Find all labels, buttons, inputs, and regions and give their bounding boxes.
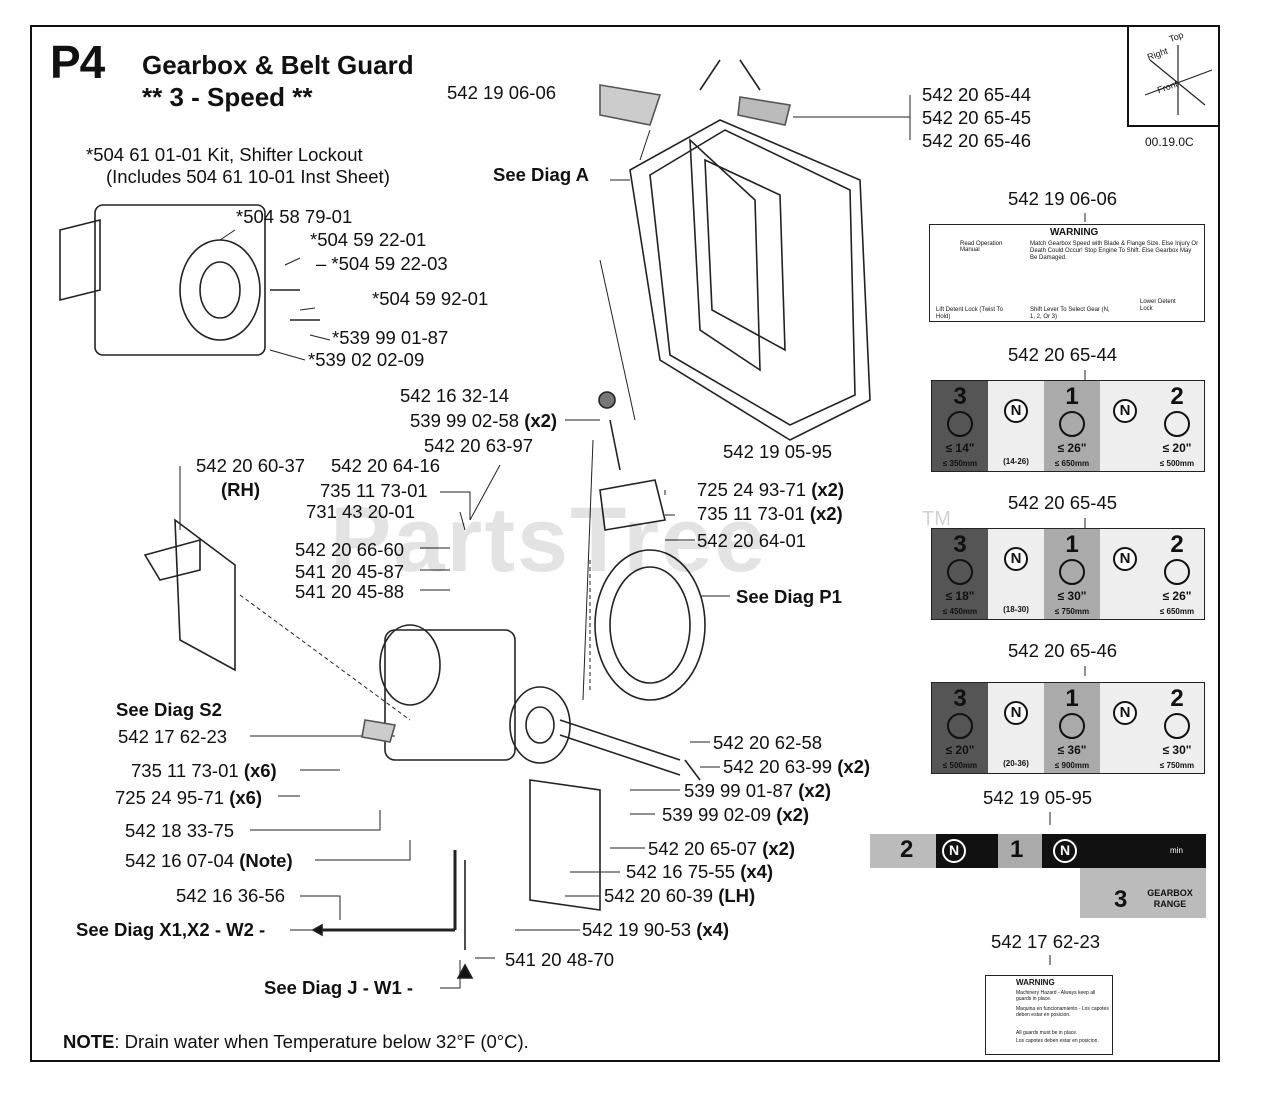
decal-warning-body: Match Gearbox Speed with Blade & Flange … [1030, 241, 1199, 261]
label-539-99-01-87: 539 99 01-87 (x2) [684, 780, 832, 801]
decal-gear-code: 542 19 05-95 [983, 787, 1093, 808]
gear-range-text: GEARBOX RANGE [1147, 888, 1193, 909]
decal-speed-3: 3≤ 20"≤ 500mm N(20-36) 1≤ 36"≤ 900mm N 2… [931, 682, 1205, 774]
gear-1: 1 [1010, 836, 1024, 863]
page-frame [30, 25, 1220, 1062]
label-542-19-05-95: 542 19 05-95 [723, 441, 833, 462]
page-subtitle: ** 3 - Speed ** [142, 82, 313, 112]
gear-3: 3 [1114, 886, 1128, 913]
gear-min: min [1170, 846, 1183, 855]
label-see-diag-j: See Diag J - W1 - [264, 977, 414, 998]
decal-safety: WARNING Machinery Hazard - Always keep a… [985, 975, 1113, 1055]
decal-speed-1: 3≤ 14"≤ 350mm N(14-26) 1≤ 26"≤ 650mm N 2… [931, 380, 1205, 472]
label-542-18-33-75: 542 18 33-75 [125, 820, 235, 841]
label-542-16-75-55: 542 16 75-55 (x4) [626, 861, 774, 882]
label-504-58-79-01: *504 58 79-01 [236, 206, 353, 227]
gear-n-a: N [942, 839, 966, 863]
gear-2: 2 [900, 836, 914, 863]
decal-safety-l2: Maquina en funcionamiento - Los capotes … [1016, 1006, 1109, 1018]
orientation-right: Right [1145, 45, 1170, 63]
label-542-20-60-39: 542 20 60-39 (LH) [604, 885, 756, 906]
label-542-16-36-56: 542 16 36-56 [176, 885, 286, 906]
decal-3-code: 542 20 65-46 [1008, 640, 1118, 661]
label-542-20-64-16: 542 20 64-16 [331, 455, 441, 476]
label-735-11-73-01-c: 735 11 73-01 (x6) [131, 760, 277, 781]
label-541-20-48-70: 541 20 48-70 [505, 949, 615, 970]
label-see-diag-s2: See Diag S2 [116, 699, 222, 720]
label-542-20-60-37: 542 20 60-37 [196, 455, 306, 476]
label-542-16-32-14: 542 16 32-14 [400, 385, 510, 406]
label-542-19-06-06-top: 542 19 06-06 [447, 82, 557, 103]
decal-warning: WARNING Read Operation Manual Match Gear… [929, 224, 1205, 322]
orientation-front: Front [1155, 78, 1180, 96]
decal-warning-title: WARNING [1050, 227, 1099, 238]
decal-warning-code: 542 19 06-06 [1008, 188, 1118, 209]
label-541-20-45-88: 541 20 45-88 [295, 581, 405, 602]
label-542-20-65-44: 542 20 65-44 [922, 84, 1032, 105]
label-541-20-45-87: 541 20 45-87 [295, 561, 405, 582]
label-542-20-65-46: 542 20 65-46 [922, 130, 1032, 151]
label-542-20-64-01: 542 20 64-01 [697, 530, 807, 551]
label-542-19-90-53: 542 19 90-53 (x4) [582, 919, 730, 940]
label-542-16-07-04: 542 16 07-04 (Note) [125, 850, 293, 871]
gear-n-b: N [1053, 839, 1077, 863]
decal-safety-code: 542 17 62-23 [991, 931, 1101, 952]
decal-safety-l4: Los capotes deben estar en posicion. [1016, 1038, 1099, 1044]
label-539-99-01-87-star: *539 99 01-87 [332, 327, 449, 348]
note: NOTE: Drain water when Temperature below… [63, 1031, 529, 1052]
watermark-tm: TM [922, 508, 951, 530]
decal-gear-range: 2 1 N N min 3 GEARBOX RANGE [870, 834, 1206, 918]
label-kit-includes: (Includes 504 61 10-01 Inst Sheet) [106, 166, 390, 187]
label-539-99-02-58: 539 99 02-58 (x2) [410, 410, 558, 431]
label-542-17-62-23: 542 17 62-23 [118, 726, 228, 747]
decal-safety-title: WARNING [1016, 978, 1055, 987]
orientation-box: Top Right Front [1127, 27, 1220, 127]
label-504-59-22-03: – *504 59 22-03 [316, 253, 448, 274]
label-725-24-93-71: 725 24 93-71 (x2) [697, 479, 845, 500]
label-735-11-73-01-b: 735 11 73-01 (x2) [697, 503, 843, 524]
page-title: Gearbox & Belt Guard [142, 50, 414, 80]
orientation-top: Top [1167, 29, 1185, 45]
label-see-diag-x1-x2: See Diag X1,X2 - W2 - [76, 919, 266, 940]
label-504-59-22-01: *504 59 22-01 [310, 229, 427, 250]
decal-safety-l3: All guards must be in place. [1016, 1030, 1078, 1036]
decal-2-code: 542 20 65-45 [1008, 492, 1118, 513]
decal-warning-step2: Shift Lever To Select Gear (N, 1, 2, Or … [1030, 307, 1110, 320]
label-see-diag-p1: See Diag P1 [736, 586, 842, 607]
label-542-20-65-45: 542 20 65-45 [922, 107, 1032, 128]
label-735-11-73-01-a: 735 11 73-01 [320, 480, 428, 501]
watermark: PartsTree [330, 489, 768, 591]
label-542-20-63-97: 542 20 63-97 [424, 435, 534, 456]
label-725-24-95-71: 725 24 95-71 (x6) [115, 787, 263, 808]
decal-speed-2: 3≤ 18"≤ 450mm N(18-30) 1≤ 30"≤ 750mm N 2… [931, 528, 1205, 620]
label-kit-shifter-lockout: *504 61 01-01 Kit, Shifter Lockout [86, 144, 363, 165]
label-542-20-65-07: 542 20 65-07 (x2) [648, 838, 796, 859]
label-539-99-02-09: 539 99 02-09 (x2) [662, 804, 810, 825]
decal-1-code: 542 20 65-44 [1008, 344, 1118, 365]
decal-warning-read: Read Operation Manual [960, 241, 1003, 253]
label-731-43-20-01: 731 43 20-01 [306, 501, 416, 522]
label-542-20-62-58: 542 20 62-58 [713, 732, 823, 753]
label-542-20-66-60: 542 20 66-60 [295, 539, 405, 560]
label-see-diag-a: See Diag A [493, 164, 589, 185]
orientation-ref: 00.19.0C [1145, 135, 1194, 149]
label-539-02-02-09: *539 02 02-09 [308, 349, 425, 370]
label-504-59-92-01: *504 59 92-01 [372, 288, 489, 309]
label-rh: (RH) [221, 479, 261, 500]
decal-warning-step1: Lift Detent Lock (Twist To Hold) [936, 307, 1003, 320]
decal-safety-l1: Machinery Hazard - Always keep all guard… [1016, 990, 1096, 1002]
page-code: P4 [50, 36, 105, 88]
label-542-20-63-99: 542 20 63-99 (x2) [723, 756, 871, 777]
decal-warning-step3: Lower Detent Lock [1140, 299, 1176, 312]
